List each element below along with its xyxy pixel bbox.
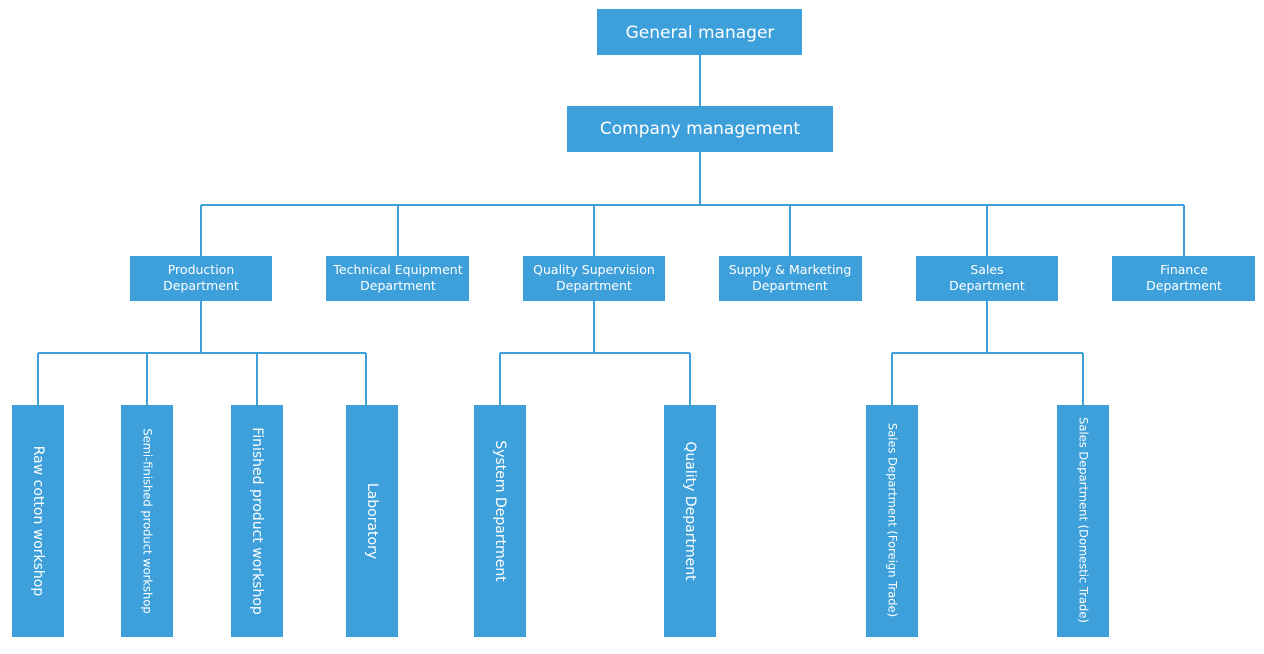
node-box: [567, 106, 833, 152]
node-general-manager: General manager: [597, 9, 802, 55]
node-box: [231, 405, 283, 637]
node-dept-production: Production Department: [130, 256, 272, 301]
node-dept-sales: Sales Department: [916, 256, 1058, 301]
node-box: [916, 256, 1058, 301]
node-dept-finance: Finance Department: [1112, 256, 1255, 301]
node-sub-quality-department: Quality Department: [664, 405, 716, 637]
node-dept-supply-marketing: Supply & Marketing Department: [719, 256, 862, 301]
node-label-line1: Supply & Marketing: [729, 262, 852, 277]
connectors: [37, 55, 1185, 405]
node-box: [1057, 405, 1109, 637]
node-label: Raw cotton workshop: [30, 446, 46, 597]
node-label: Semi-finished product workshop: [141, 428, 155, 613]
node-box: [12, 405, 64, 637]
node-box: [130, 256, 272, 301]
node-label: Sales Department (Domestic Trade): [1077, 417, 1091, 623]
node-box: [597, 9, 802, 55]
node-sub-laboratory: Laboratory: [346, 405, 398, 637]
node-label-line2: Department: [752, 278, 828, 293]
node-sub-sales-foreign-trade: Sales Department (Foreign Trade): [866, 405, 918, 637]
node-label-line1: Sales: [970, 262, 1003, 277]
node-dept-technical-equipment: Technical Equipment Department: [326, 256, 469, 301]
node-label-line1: Quality Supervision: [533, 262, 655, 277]
node-box: [664, 405, 716, 637]
node-label-line2: Department: [1146, 278, 1222, 293]
node-label: Quality Department: [682, 441, 698, 581]
node-label: Sales Department (Foreign Trade): [886, 423, 900, 617]
node-company-management: Company management: [567, 106, 833, 152]
node-sub-sales-domestic-trade: Sales Department (Domestic Trade): [1057, 405, 1109, 637]
node-label-line1: Production: [168, 262, 235, 277]
node-sub-system-department: System Department: [474, 405, 526, 637]
node-box: [326, 256, 469, 301]
node-sub-raw-cotton-workshop: Raw cotton workshop: [12, 405, 64, 637]
node-label-line2: Department: [360, 278, 436, 293]
node-label-line1: Technical Equipment: [332, 262, 462, 277]
node-label: System Department: [492, 440, 508, 582]
node-box: [474, 405, 526, 637]
node-label-line1: Finance: [1160, 262, 1208, 277]
node-box: [1112, 256, 1255, 301]
node-box: [719, 256, 862, 301]
node-sub-finished-product-workshop: Finished product workshop: [231, 405, 283, 637]
node-label: Company management: [600, 119, 800, 139]
node-box: [121, 405, 173, 637]
node-box: [866, 405, 918, 637]
node-sub-semi-finished-workshop: Semi-finished product workshop: [121, 405, 173, 637]
node-label-line2: Department: [163, 278, 239, 293]
node-box: [346, 405, 398, 637]
node-label: Finished product workshop: [249, 427, 265, 615]
node-label: General manager: [626, 23, 775, 43]
node-dept-quality-supervision: Quality Supervision Department: [523, 256, 665, 301]
node-label-line2: Department: [556, 278, 632, 293]
node-label: Laboratory: [364, 483, 380, 559]
node-box: [523, 256, 665, 301]
node-label-line2: Department: [949, 278, 1025, 293]
